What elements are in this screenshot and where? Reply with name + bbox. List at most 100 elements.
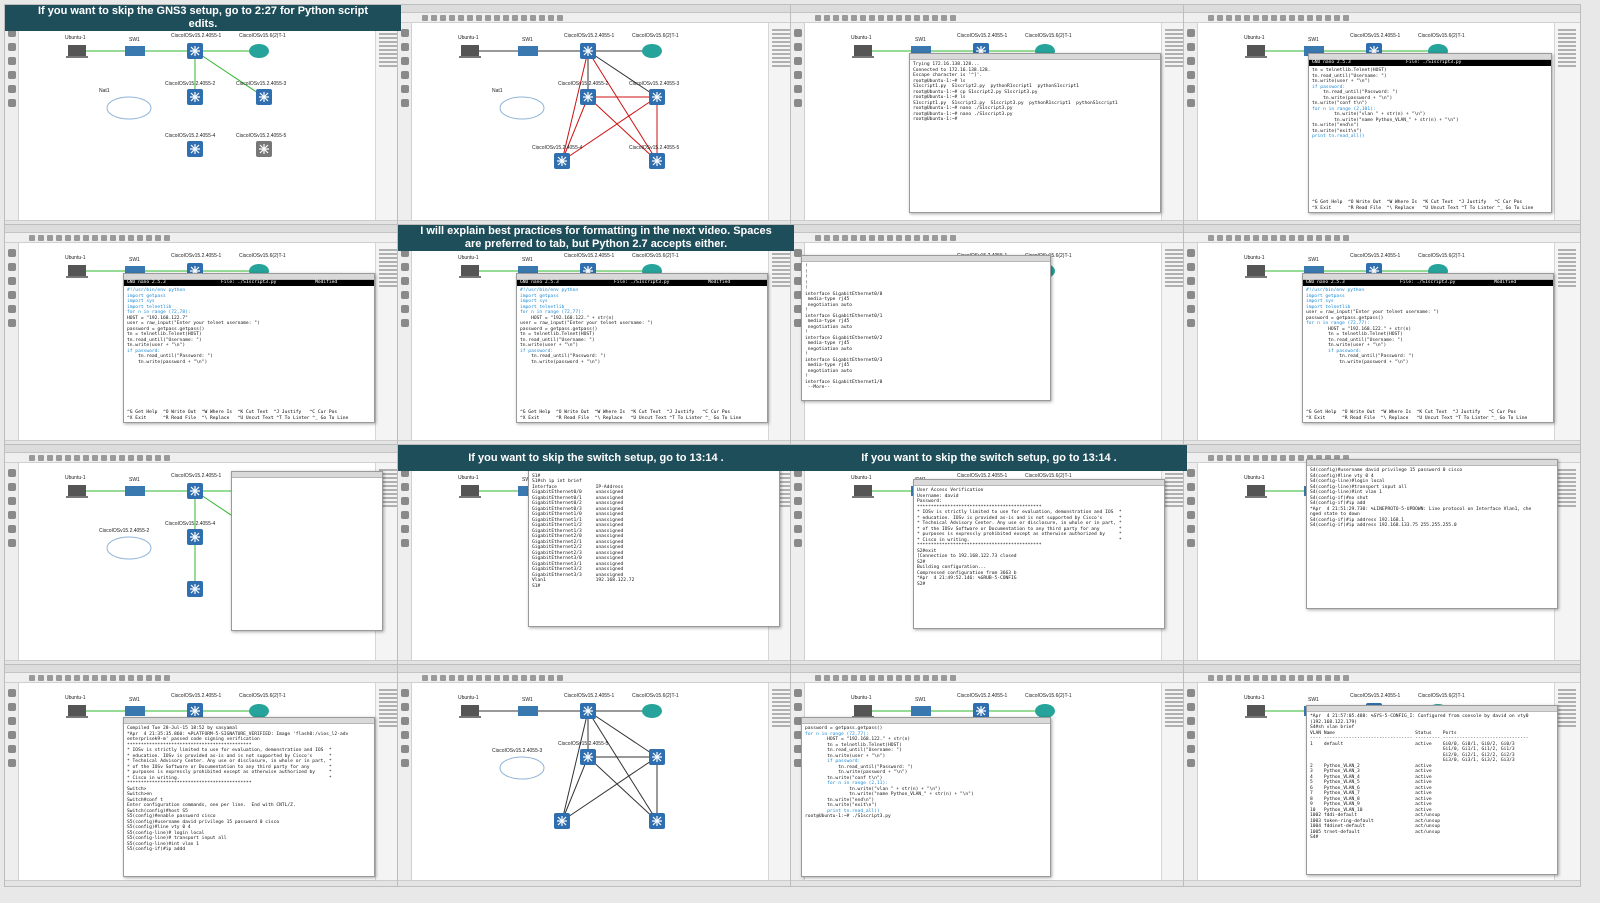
- toolbar-icon[interactable]: [512, 15, 518, 21]
- toolbar-icon[interactable]: [941, 15, 947, 21]
- device-category-icon[interactable]: [1187, 703, 1195, 711]
- device-category-icon[interactable]: [1187, 29, 1195, 37]
- toolbar-icon[interactable]: [941, 235, 947, 241]
- device-category-icon[interactable]: [8, 291, 16, 299]
- toolbar-icon[interactable]: [851, 15, 857, 21]
- toolbar-icon[interactable]: [923, 235, 929, 241]
- toolbar-icon[interactable]: [815, 675, 821, 681]
- toolbar-icon[interactable]: [1307, 675, 1313, 681]
- device-category-icon[interactable]: [1187, 469, 1195, 477]
- toolbar-icon[interactable]: [1289, 15, 1295, 21]
- toolbar-icon[interactable]: [842, 235, 848, 241]
- toolbar-icon[interactable]: [1235, 235, 1241, 241]
- toolbar-icon[interactable]: [146, 675, 152, 681]
- device-category-icon[interactable]: [794, 57, 802, 65]
- device-category-icon[interactable]: [401, 469, 409, 477]
- toolbar-icon[interactable]: [458, 15, 464, 21]
- toolbar-icon[interactable]: [521, 675, 527, 681]
- toolbar-icon[interactable]: [1334, 235, 1340, 241]
- toolbar-icon[interactable]: [1325, 455, 1331, 461]
- toolbar-icon[interactable]: [1289, 235, 1295, 241]
- device-category-icon[interactable]: [8, 717, 16, 725]
- terminal-window[interactable]: [231, 471, 383, 631]
- toolbar-icon[interactable]: [887, 235, 893, 241]
- toolbar-icon[interactable]: [548, 675, 554, 681]
- terminal-window[interactable]: Trying 172.16.138.128...Connected to 172…: [909, 53, 1161, 213]
- toolbar-icon[interactable]: [878, 235, 884, 241]
- device-category-icon[interactable]: [1187, 43, 1195, 51]
- toolbar-icon[interactable]: [128, 455, 134, 461]
- device-category-icon[interactable]: [8, 249, 16, 257]
- device-category-icon[interactable]: [1187, 483, 1195, 491]
- toolbar-icon[interactable]: [1226, 675, 1232, 681]
- device-category-icon[interactable]: [794, 731, 802, 739]
- toolbar-icon[interactable]: [833, 15, 839, 21]
- device-category-icon[interactable]: [8, 483, 16, 491]
- toolbar-icon[interactable]: [29, 235, 35, 241]
- toolbar-icon[interactable]: [896, 675, 902, 681]
- toolbar-icon[interactable]: [38, 235, 44, 241]
- device-category-icon[interactable]: [794, 71, 802, 79]
- terminal-text[interactable]: Compiled Tue 28-Jul-15 18:52 by sasyamal…: [124, 724, 374, 855]
- device-category-icon[interactable]: [794, 745, 802, 753]
- toolbar-icon[interactable]: [1271, 15, 1277, 21]
- device-category-icon[interactable]: [794, 85, 802, 93]
- toolbar-icon[interactable]: [83, 235, 89, 241]
- device-category-icon[interactable]: [8, 511, 16, 519]
- toolbar-icon[interactable]: [485, 675, 491, 681]
- toolbar-icon[interactable]: [512, 675, 518, 681]
- device-category-icon[interactable]: [401, 319, 409, 327]
- toolbar-icon[interactable]: [932, 235, 938, 241]
- toolbar-icon[interactable]: [431, 15, 437, 21]
- toolbar-icon[interactable]: [1208, 455, 1214, 461]
- toolbar-icon[interactable]: [101, 675, 107, 681]
- toolbar-icon[interactable]: [1343, 455, 1349, 461]
- toolbar-icon[interactable]: [1343, 235, 1349, 241]
- device-category-icon[interactable]: [8, 277, 16, 285]
- toolbar-icon[interactable]: [1217, 15, 1223, 21]
- toolbar-icon[interactable]: [47, 455, 53, 461]
- device-category-icon[interactable]: [8, 71, 16, 79]
- terminal-window[interactable]: !!!!!interface GigabitEthernet0/0 media-…: [801, 255, 1051, 401]
- toolbar-icon[interactable]: [1262, 235, 1268, 241]
- terminal-window[interactable]: *Apr 4 21:57:05.488: %SYS-5-CONFIG_I: Co…: [1306, 705, 1558, 875]
- screenshot-tile[interactable]: Ubuntu-1SW1CiscoIOSv15.2.4055-1Nat1Cisco…: [4, 444, 402, 667]
- toolbar-icon[interactable]: [74, 455, 80, 461]
- device-category-icon[interactable]: [401, 43, 409, 51]
- device-category-icon[interactable]: [401, 731, 409, 739]
- toolbar-icon[interactable]: [137, 235, 143, 241]
- device-category-icon[interactable]: [794, 277, 802, 285]
- device-category-icon[interactable]: [401, 511, 409, 519]
- toolbar-icon[interactable]: [146, 455, 152, 461]
- toolbar-icon[interactable]: [1325, 235, 1331, 241]
- toolbar-icon[interactable]: [1217, 455, 1223, 461]
- device-category-icon[interactable]: [1187, 99, 1195, 107]
- toolbar-icon[interactable]: [1262, 15, 1268, 21]
- toolbar-icon[interactable]: [1334, 675, 1340, 681]
- toolbar-icon[interactable]: [539, 15, 545, 21]
- device-category-icon[interactable]: [401, 525, 409, 533]
- toolbar-icon[interactable]: [431, 675, 437, 681]
- device-category-icon[interactable]: [401, 745, 409, 753]
- device-category-icon[interactable]: [8, 319, 16, 327]
- toolbar-icon[interactable]: [1253, 235, 1259, 241]
- toolbar-icon[interactable]: [878, 15, 884, 21]
- toolbar-icon[interactable]: [1280, 675, 1286, 681]
- device-category-icon[interactable]: [1187, 57, 1195, 65]
- toolbar-icon[interactable]: [1208, 15, 1214, 21]
- toolbar-icon[interactable]: [1244, 455, 1250, 461]
- terminal-text[interactable]: *Apr 4 21:57:05.488: %SYS-5-CONFIG_I: Co…: [1307, 712, 1557, 843]
- device-category-icon[interactable]: [8, 57, 16, 65]
- toolbar-icon[interactable]: [56, 455, 62, 461]
- topology-canvas[interactable]: [412, 23, 770, 222]
- toolbar-icon[interactable]: [1325, 675, 1331, 681]
- toolbar-icon[interactable]: [878, 675, 884, 681]
- toolbar-icon[interactable]: [914, 675, 920, 681]
- toolbar-icon[interactable]: [1343, 15, 1349, 21]
- device-category-icon[interactable]: [794, 483, 802, 491]
